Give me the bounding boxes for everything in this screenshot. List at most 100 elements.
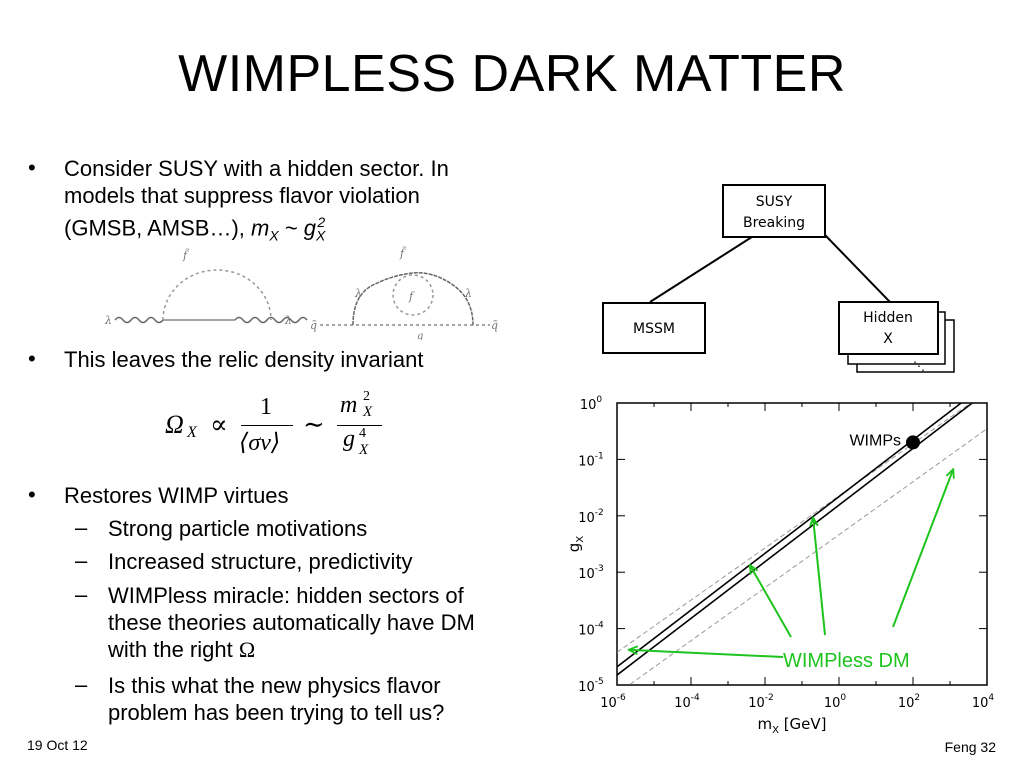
series-layer	[617, 403, 987, 685]
wimpless-label: WIMPless DM	[783, 650, 910, 672]
sub-bullet-1: Strong particle motivations	[108, 516, 368, 541]
eq-fraction-bar-1	[241, 425, 293, 426]
tree-hidden-line-2: X	[883, 331, 893, 347]
var-g: g	[303, 215, 317, 241]
sub-bullet-2: Increased structure, predictivity	[108, 549, 413, 574]
feyn-r-lambda-1: λ	[354, 287, 362, 300]
x-tick-label: 100	[824, 693, 847, 711]
y-tick-label: 10-2	[578, 508, 604, 526]
feyn-r-left: q̃	[310, 319, 317, 332]
tree-root-box	[722, 184, 826, 238]
y-axis-label: gX	[565, 536, 586, 553]
series-line-2	[617, 403, 962, 668]
x-axis-label: mX [GeV]	[757, 715, 826, 736]
y-axis-label-text: gX	[565, 536, 586, 553]
y-tick-label: 10-1	[578, 451, 604, 469]
bullet-1-text: Consider SUSY with a hidden sector. In m…	[64, 155, 544, 250]
eq-m-sup: 2	[363, 389, 370, 404]
wimpless-arrow	[630, 650, 784, 658]
sub-bullet-4: Is this what the new physics flavor prob…	[108, 672, 548, 726]
tree-hidden-box	[838, 301, 939, 355]
tree-mssm-label: MSSM	[633, 321, 675, 337]
x-tick-label: 10-2	[748, 693, 774, 711]
x-tick-label: 10-4	[674, 693, 700, 711]
eq-propto: ∝	[210, 410, 228, 439]
bullet-1-line-2: models that suppress flavor violation	[64, 183, 420, 208]
eq-sim: ∼	[303, 410, 325, 439]
slide-title: WIMPLESS DARK MATTER	[178, 45, 846, 103]
eq-den: ⟨σv⟩	[239, 430, 281, 456]
y-axis-var: g	[565, 543, 583, 553]
bullet-3-text: Restores WIMP virtues	[64, 483, 289, 508]
sub-x: X	[269, 227, 279, 244]
feyn-l-left: λ	[104, 314, 112, 327]
y-tick-label: 10-3	[578, 564, 604, 582]
eq-g-sub: X	[359, 442, 369, 458]
feyn-r-mid: f	[408, 290, 415, 303]
eq-m: m	[340, 392, 358, 418]
wimpless-arrow	[750, 566, 792, 638]
bullet-1-prefix: (GMSB, AMSB…),	[64, 215, 252, 241]
tree-edge-left	[649, 234, 756, 303]
eq-m-sub: X	[363, 404, 373, 420]
bullet-marker: •	[28, 482, 36, 507]
eq-num: 1	[260, 394, 272, 420]
feyn-r-bottom: q	[417, 331, 423, 340]
sup-2: 2	[317, 214, 326, 230]
y-tick-label: 10-5	[578, 677, 604, 695]
bullet-marker: •	[28, 155, 36, 180]
footer-page: Feng 32	[944, 739, 996, 755]
tree-dots: ⋱	[913, 359, 925, 373]
series-line-4	[628, 428, 987, 685]
x-axis-unit: [GeV]	[779, 715, 827, 733]
dash-marker: –	[75, 582, 88, 607]
sub-bullet-4-line-1: Is this what the new physics flavor	[108, 673, 441, 698]
bullet-1-line-3: (GMSB, AMSB…), mX ~ gX2	[64, 209, 544, 250]
feyn-r-top: f̃	[399, 247, 406, 260]
eq-g-sup: 4	[359, 426, 366, 441]
tree-edge-right	[824, 234, 891, 303]
sub-bullet-4-line-2: problem has been trying to tell us?	[108, 700, 445, 725]
wimps-label: WIMPs	[849, 432, 901, 449]
bullet-1-line-1: Consider SUSY with a hidden sector. In	[64, 156, 449, 181]
footer-date: 19 Oct 12	[27, 737, 88, 753]
feyn-l-right: λ	[284, 314, 292, 327]
y-tick-label: 100	[580, 395, 603, 413]
x-axis-sub: X	[772, 725, 779, 736]
bullet-2-text: This leaves the relic density invariant	[64, 347, 424, 372]
y-axis-sub: X	[575, 536, 586, 543]
eq-g: g	[343, 426, 355, 452]
relic-density-equation: Ω X ∝ 1 ⟨σv⟩ ∼ m 2 X g 4 X	[165, 389, 395, 462]
eq-omega: Ω	[165, 410, 184, 439]
dash-marker: –	[75, 515, 88, 540]
susy-tree-diagram: SUSY Breaking MSSM Hidden X ⋱	[602, 184, 955, 373]
sub-bullet-3: WIMPless miracle: hidden sectors of thes…	[108, 582, 548, 663]
feynman-diagram-right: f̃ f λ λ q̃ q̃ q	[310, 247, 498, 340]
y-tick-label: 10-4	[578, 621, 604, 639]
sub-x-2: X	[316, 227, 326, 244]
series-line-1	[617, 403, 972, 653]
feynman-diagram-left: f̃ λ λ	[104, 249, 308, 327]
bullet-marker: •	[28, 346, 36, 371]
feynman-diagrams: f̃ λ λ f̃ f λ λ q̃ q̃ q	[104, 247, 498, 340]
y-axis: 100 10-1 10-2 10-3 10-4 10-5	[578, 395, 987, 695]
eq-fraction-bar-2	[337, 425, 382, 426]
wimpless-arrow	[813, 518, 826, 636]
x-tick-label: 10-6	[600, 693, 626, 711]
tree-mssm-box	[602, 302, 706, 354]
tree-root-line-1: SUSY	[756, 194, 793, 210]
x-tick-label: 104	[972, 693, 995, 711]
dash-marker: –	[75, 548, 88, 573]
coupling-mass-chart: 10-6 10-4 10-2 100 102 104 100 10-1 10-2 10-3 10-…	[565, 395, 995, 736]
omega-symbol: Ω	[238, 637, 256, 662]
sub-bullet-3-line-2: these theories automatically have DM	[108, 610, 475, 635]
feyn-r-right: q̃	[491, 319, 498, 332]
tree-hidden-line-1: Hidden	[863, 310, 913, 326]
sub-bullet-3-line-3: with the right Ω	[108, 636, 548, 663]
sub-bullet-3-text: with the right	[108, 637, 239, 662]
x-tick-label: 102	[898, 693, 920, 711]
wimpless-arrow	[892, 470, 953, 628]
tilde: ~	[278, 215, 304, 241]
var-m: m	[251, 215, 270, 241]
